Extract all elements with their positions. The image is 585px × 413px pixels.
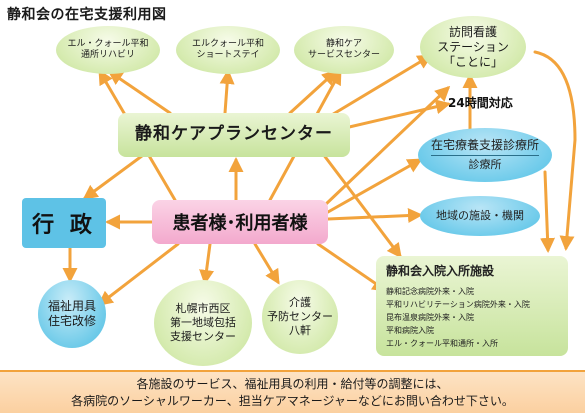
arrow-houmon-to-hospital <box>533 50 577 251</box>
sapporo-line: 第一地域包括 <box>170 316 236 330</box>
zaitaku-divider <box>431 155 539 157</box>
welfare-line: 福祉用具 <box>47 299 96 313</box>
hospital-facility-item: 平和リハビリテーション病院外来・入院 <box>386 300 530 309</box>
page-title: 静和会の在宅支援利用図 <box>7 7 167 23</box>
hospital-facility-item: 静和記念病院外来・入院 <box>386 287 474 296</box>
zaitaku-subtitle: 診療所 <box>468 158 502 172</box>
zaitaku-title: 在宅療養支援診療所 <box>430 138 539 153</box>
kaigo-prevention-center: 介護 予防センター 八軒 <box>262 280 338 354</box>
sapporo-line: 札幌市西区 <box>175 302 231 316</box>
arrow-zaitaku-to-hospital <box>540 170 556 253</box>
zaitaku-clinic: 在宅療養支援診療所 診療所 <box>418 128 552 182</box>
care-plan-center: 静和ケアプランセンター <box>118 113 350 157</box>
houmon-line: 「ことに」 <box>442 54 503 69</box>
arrow-patient-to-chiiki <box>326 208 423 224</box>
service-label-line: 通所リハビリ <box>80 50 135 60</box>
footer-note: 各施設のサービス、福祉用具の利用・給付等の調整には、 各病院のソーシャルワーカー… <box>0 370 585 413</box>
hospital-facility-item: 平和病院入院 <box>386 326 434 335</box>
patients-box: 患者様･利用者様 <box>152 200 328 244</box>
service-oval-shortstay: エルクォール平和 ショートステイ <box>176 26 280 74</box>
service-oval-rehab: エル・クォール平和 通所リハビリ <box>56 26 160 74</box>
arrow-to-houmon-from-plan <box>328 54 433 118</box>
service-label-line: ショートステイ <box>196 50 260 60</box>
arrow-patient-to-zaitaku <box>326 158 423 214</box>
kaigo-line: 予防センター <box>267 310 333 324</box>
service-label-line: エル・クォール平和 <box>67 38 149 49</box>
houmon-line: 訪問看護 <box>448 24 497 39</box>
footer-line: 各施設のサービス、福祉用具の利用・給付等の調整には、 <box>136 376 449 391</box>
hour24-label: 24時間対応 <box>448 96 513 110</box>
welfare-equipment-circle: 福祉用具 住宅改修 <box>38 280 106 348</box>
hospital-facility-title: 静和会入院入所施設 <box>386 264 495 278</box>
arrow-to-rehab <box>107 70 172 115</box>
sapporo-line: 支援センター <box>170 329 236 343</box>
hospital-facility-box: 静和会入院入所施設 静和記念病院外来・入院 平和リハビリテーション病院外来・入院… <box>376 256 568 356</box>
arrow-patient-to-hospital <box>316 242 388 292</box>
service-label-line: エルクォール平和 <box>191 38 264 49</box>
arrow-patient-to-welfare <box>97 242 180 306</box>
footer-line: 各病院のソーシャルワーカー、担当ケアマネージャーなどにお問い合わせ下さい。 <box>71 393 514 408</box>
arrow-plan-to-hour24 <box>343 99 451 130</box>
gyosei-box: 行 政 <box>22 198 106 248</box>
arrow-patient-to-kaigo <box>253 242 280 285</box>
service-oval-care-service-center: 静和ケア サービスセンター <box>294 26 394 74</box>
arrow-to-care-service <box>288 69 338 115</box>
local-facilities-oval: 地域の施設・機関 <box>420 196 540 236</box>
arrow-patient-to-sapporo <box>199 242 215 285</box>
arrow-to-shortstay <box>219 69 235 115</box>
houmon-line: ステーション <box>437 39 509 54</box>
hospital-facility-item: エル・クォール平和通所・入所 <box>386 339 498 348</box>
sapporo-support-center: 札幌市西区 第一地域包括 支援センター <box>154 280 252 366</box>
arrow-plan-to-hospital <box>318 148 402 259</box>
service-label-line: 静和ケア <box>325 38 362 49</box>
houmon-kango-station: 訪問看護 ステーション 「ことに」 <box>420 16 526 78</box>
arrow-plan-to-gyosei <box>82 148 152 200</box>
service-label-line: サービスセンター <box>307 50 380 60</box>
welfare-line: 住宅改修 <box>47 314 96 328</box>
hospital-facility-item: 昆布温泉病院外来・入院 <box>386 313 474 322</box>
kaigo-line: 八軒 <box>289 323 311 337</box>
kaigo-line: 介護 <box>289 296 311 310</box>
